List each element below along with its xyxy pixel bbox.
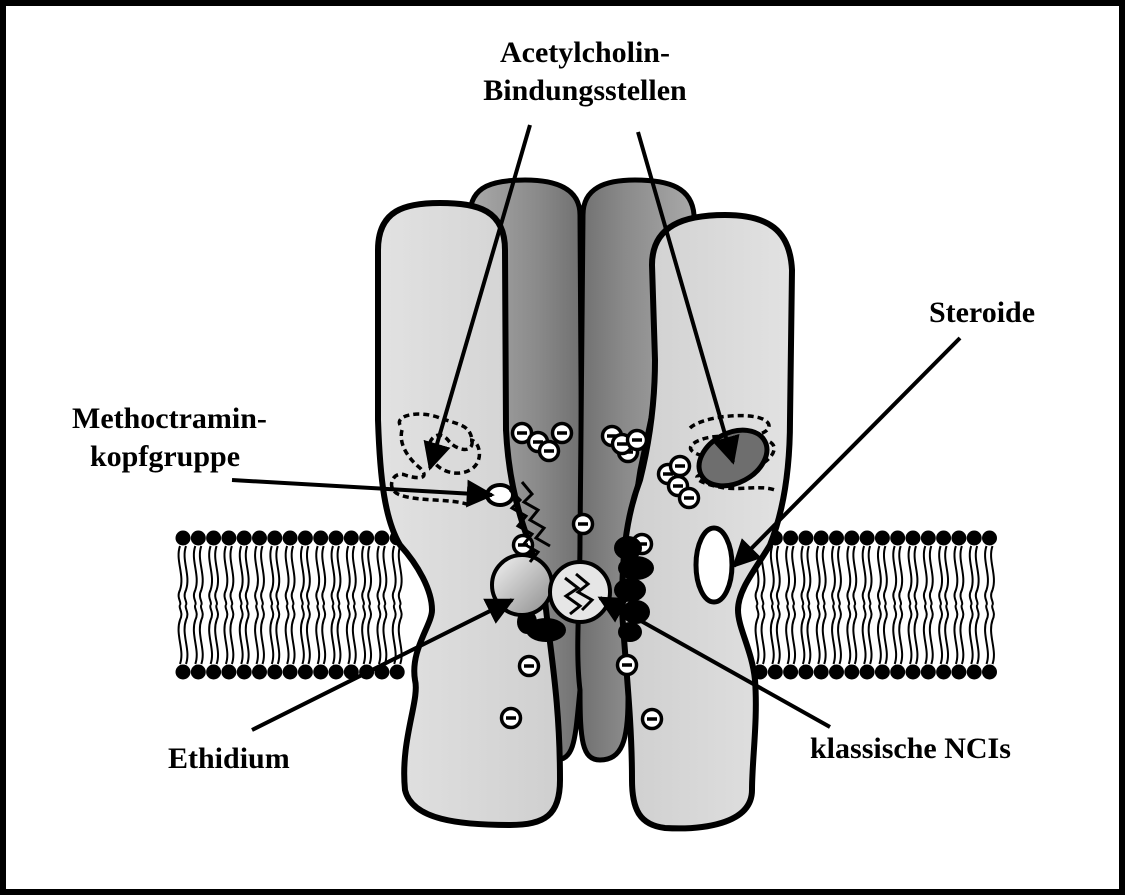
label-methoctramin-line1: Methoctramin- [72,402,267,435]
label-steroide: Steroide [929,296,1035,329]
label-klassische-ncis: klassische NCIs [810,732,1011,765]
label-acetylcholin-line2: Bindungsstellen [483,74,687,107]
label-acetylcholin-line1: Acetylcholin- [500,36,670,69]
label-methoctramin-line2: kopfgruppe [90,440,240,473]
steroid-binding-site [696,528,732,602]
label-ethidium: Ethidium [168,742,290,775]
